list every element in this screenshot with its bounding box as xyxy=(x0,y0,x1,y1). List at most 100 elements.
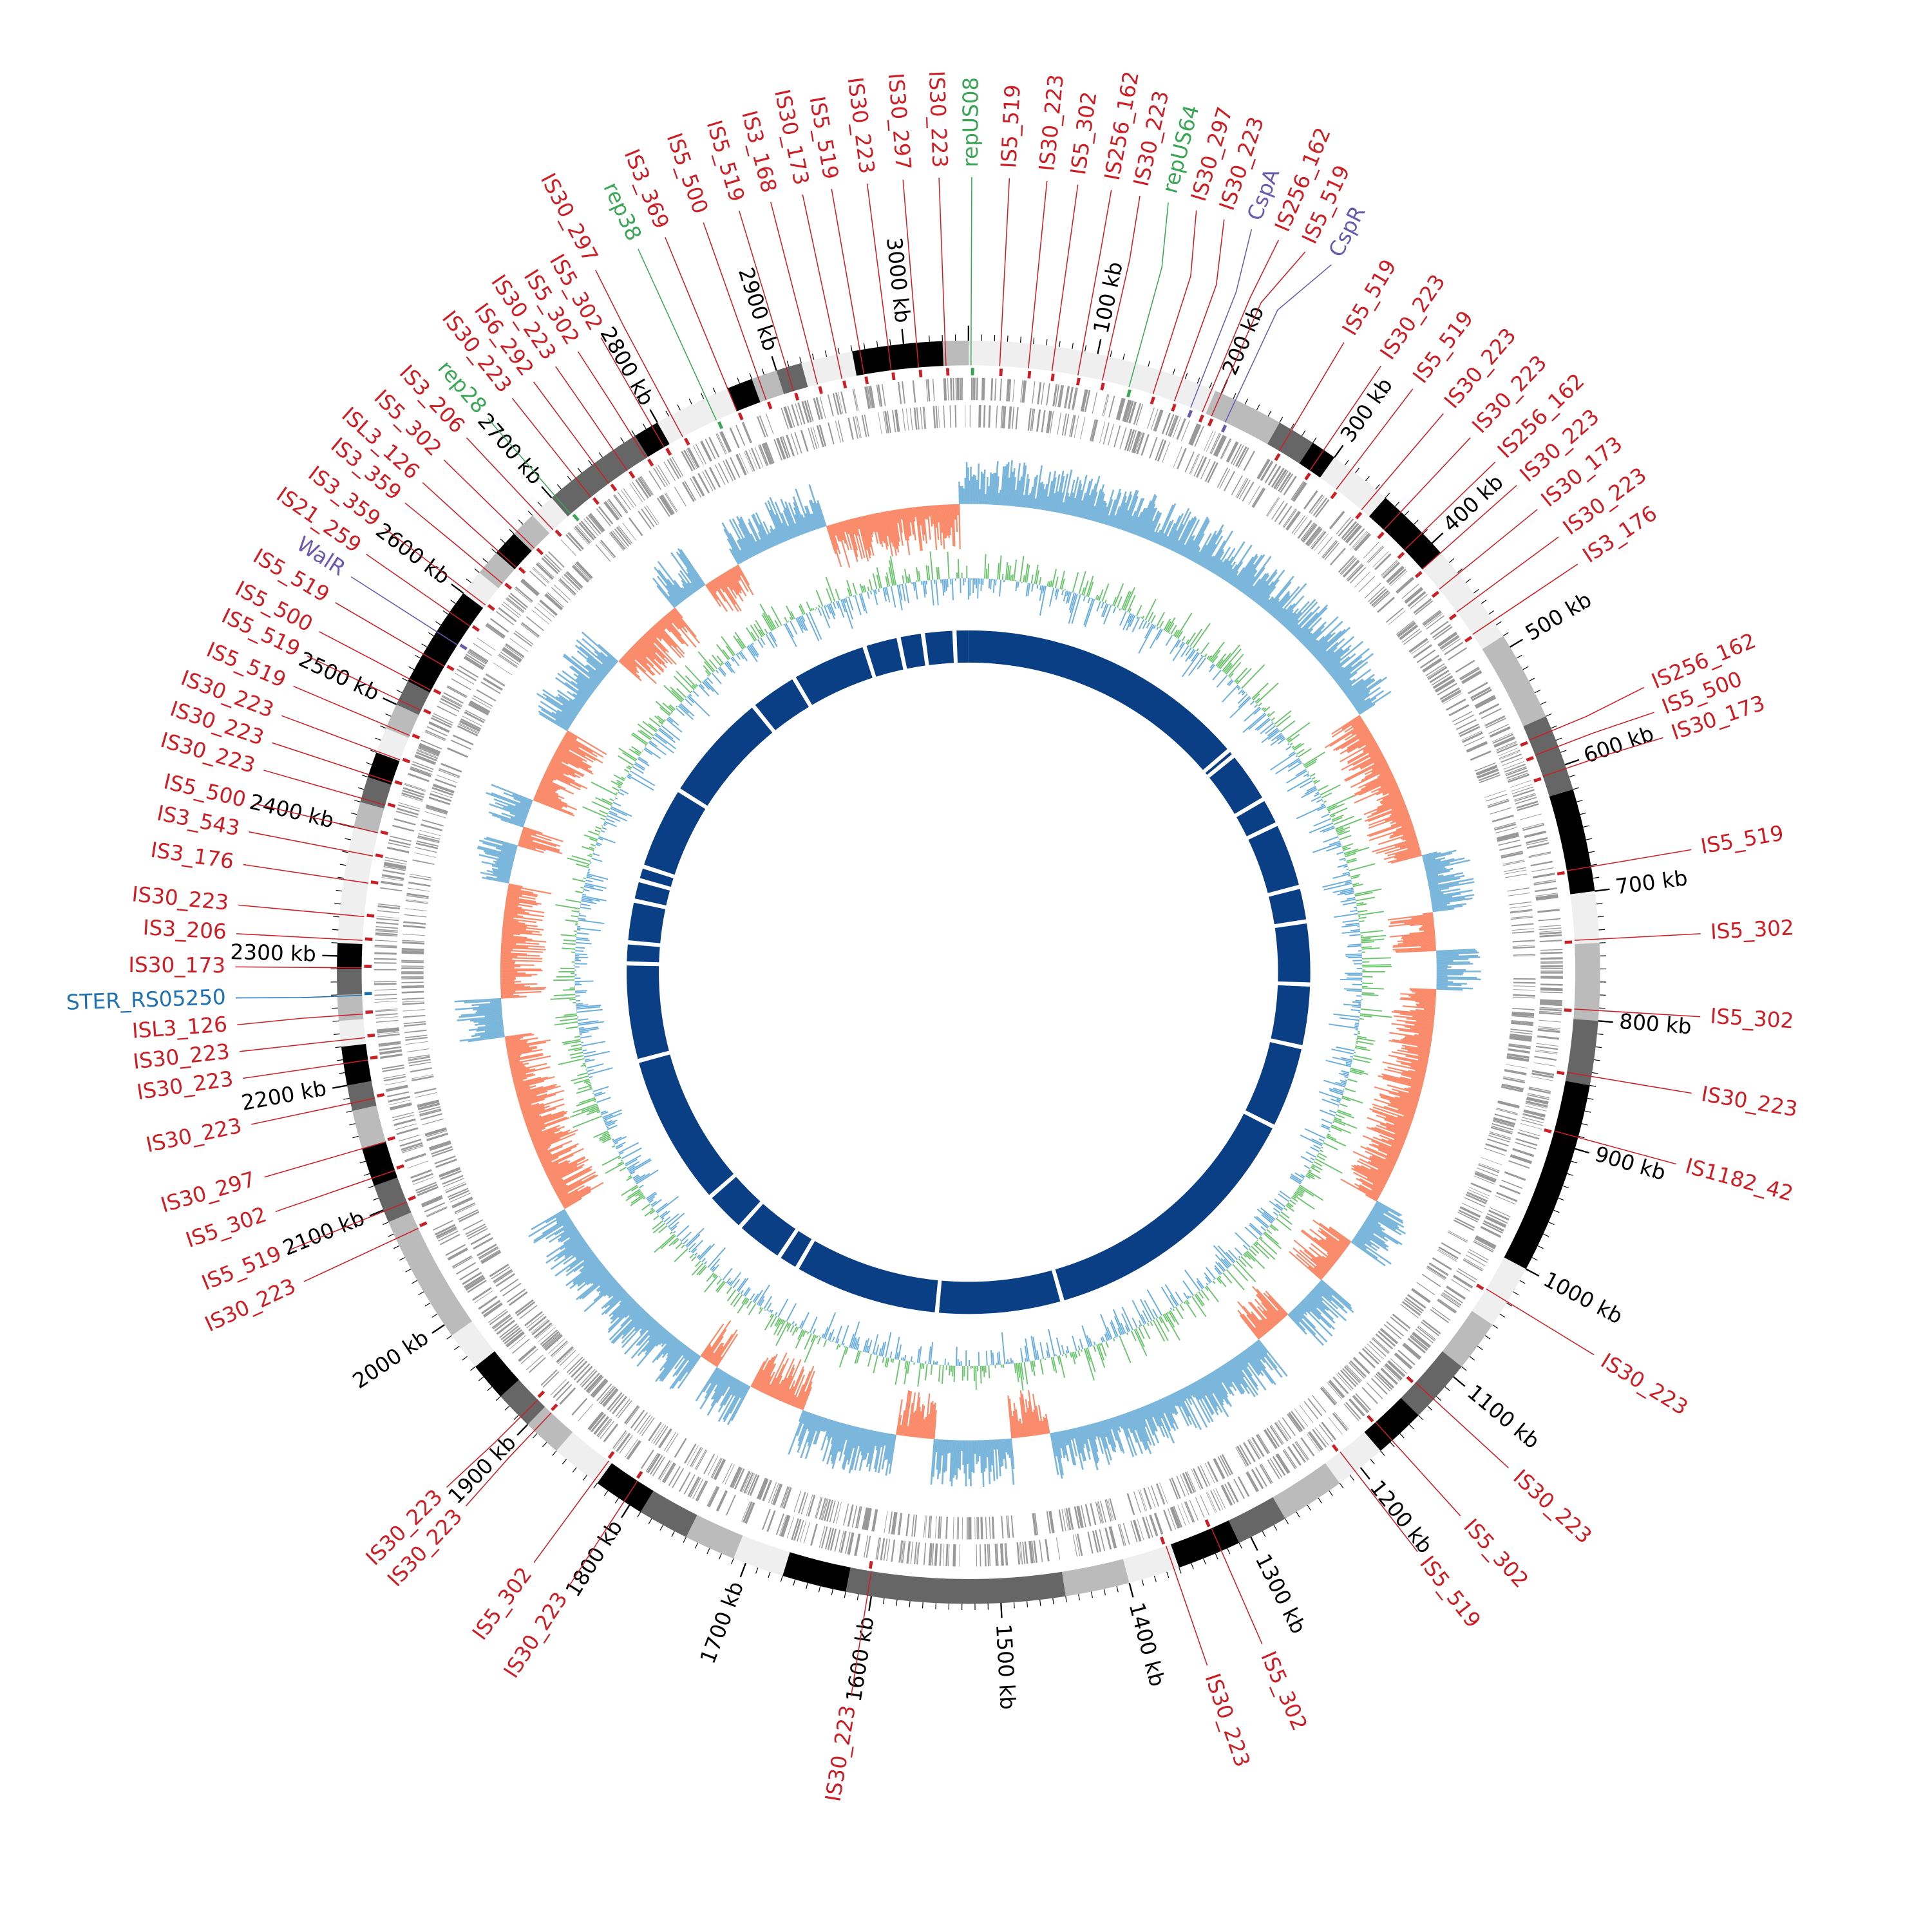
gc-skew-bar xyxy=(569,666,598,688)
scale-tick-label: 2700 kb xyxy=(473,408,548,489)
gc-skew-bar xyxy=(506,896,536,903)
gc-skew-bar xyxy=(611,1309,645,1343)
gc-skew-bar xyxy=(1255,584,1270,603)
gene-mark xyxy=(623,1405,639,1425)
gc-skew-bar xyxy=(1137,500,1152,536)
gc-skew-bar xyxy=(1427,872,1464,881)
gc-skew-bar xyxy=(1180,1389,1202,1430)
gc-skew-bar xyxy=(1297,628,1309,640)
gene-mark xyxy=(1159,1482,1168,1504)
minor-tick xyxy=(1179,1567,1182,1574)
minor-tick xyxy=(1427,1405,1433,1411)
gene-mark xyxy=(1267,497,1280,517)
gene-mark xyxy=(1227,1481,1239,1503)
gc-skew-bar xyxy=(1050,493,1056,512)
gene-mark xyxy=(402,1000,424,1003)
gc-content-bar xyxy=(998,555,1002,580)
gc-content-bar xyxy=(1170,625,1177,635)
gc-skew-bar xyxy=(903,1390,911,1436)
gc-skew-bar xyxy=(803,516,811,533)
gene-mark xyxy=(1092,1530,1099,1553)
gc-skew-bar xyxy=(1018,1421,1022,1438)
gene-mark xyxy=(402,790,424,799)
gc-content-bar xyxy=(1337,1109,1352,1116)
gene-mark xyxy=(403,1021,426,1025)
gc-skew-bar xyxy=(990,473,994,505)
gc-skew-bar xyxy=(1303,1298,1336,1331)
gene-mark xyxy=(1374,553,1392,570)
gene-mark xyxy=(380,1054,402,1059)
gene-mark xyxy=(1264,1429,1278,1449)
minor-tick xyxy=(552,1450,557,1456)
gc-skew-bar xyxy=(629,1304,640,1316)
gc-skew-bar xyxy=(665,585,681,604)
gc-skew-bar xyxy=(977,1440,980,1462)
gc-skew-bar xyxy=(1254,1298,1278,1325)
gene-mark xyxy=(634,1412,648,1431)
gc-skew-bar xyxy=(592,1270,609,1285)
gc-skew-bar xyxy=(1108,1418,1118,1441)
gene-mark xyxy=(1103,394,1110,417)
gc-skew-bar xyxy=(1422,849,1457,860)
gene-mark xyxy=(884,1511,888,1533)
gc-skew-bar xyxy=(506,897,542,905)
gc-skew-bar xyxy=(1310,1291,1339,1318)
gene-mark xyxy=(776,438,785,460)
gene-mark xyxy=(1080,417,1086,439)
gc-skew-bar xyxy=(1391,807,1408,815)
gc-content-bar xyxy=(1361,938,1385,942)
gene-mark xyxy=(1236,1446,1248,1466)
gc-skew-bar xyxy=(876,513,884,542)
gene-mark xyxy=(474,1290,493,1303)
gc-skew-bar xyxy=(655,623,677,648)
gc-content-bar xyxy=(1341,1095,1363,1104)
gene-mark xyxy=(465,1223,486,1235)
scale-tick-label: 2300 kb xyxy=(230,940,316,966)
gene-mark xyxy=(795,403,802,425)
gene-mark xyxy=(478,1295,498,1310)
gc-skew-bar xyxy=(1075,475,1088,517)
feature-marker xyxy=(868,1560,873,1569)
gc-skew-bar xyxy=(1329,1226,1352,1243)
gc-skew-bar xyxy=(1334,659,1363,683)
scale-tick-label: 1100 kb xyxy=(1463,1380,1544,1454)
scale-tick-label: 900 kb xyxy=(1592,1142,1669,1186)
gc-skew-bar xyxy=(1399,998,1436,1003)
gc-skew-bar xyxy=(577,1265,605,1287)
gc-skew-bar xyxy=(556,748,592,768)
gc-skew-bar xyxy=(501,943,545,948)
gene-mark xyxy=(1437,1248,1457,1261)
gc-skew-bar xyxy=(1382,787,1399,796)
gene-mark xyxy=(1092,392,1098,414)
gene-mark xyxy=(473,1237,493,1250)
gc-content-bar xyxy=(1245,1251,1256,1262)
gc-skew-bar xyxy=(889,1434,895,1464)
gene-mark xyxy=(1507,887,1530,892)
gc-skew-bar xyxy=(759,1363,775,1392)
gene-mark xyxy=(939,1544,942,1566)
gene-mark xyxy=(762,443,772,465)
gene-mark xyxy=(780,1486,789,1508)
gc-skew-bar xyxy=(1394,1123,1410,1131)
gene-mark xyxy=(1512,1149,1534,1157)
gc-skew-bar xyxy=(533,1217,571,1242)
gc-skew-bar xyxy=(1340,741,1376,762)
gene-mark xyxy=(573,565,589,582)
gc-content-bar xyxy=(1127,594,1136,612)
gene-track xyxy=(364,368,1573,1569)
gc-skew-bar xyxy=(1332,648,1370,679)
gc-skew-bar xyxy=(826,1421,840,1464)
gc-skew-bar xyxy=(569,1249,593,1268)
gene-mark xyxy=(783,406,792,429)
gc-content-bar xyxy=(1256,1216,1269,1227)
gene-mark xyxy=(1415,1329,1434,1343)
gene-mark xyxy=(417,1099,439,1107)
gene-mark xyxy=(1118,398,1126,421)
gc-skew-bar xyxy=(930,1439,936,1485)
gc-skew-bar xyxy=(1211,559,1222,573)
gene-mark xyxy=(1322,540,1338,559)
gene-mark xyxy=(1321,1421,1336,1441)
ideogram-band xyxy=(776,363,808,394)
gc-skew-bar xyxy=(1318,1227,1347,1249)
minor-tick xyxy=(470,1366,476,1371)
